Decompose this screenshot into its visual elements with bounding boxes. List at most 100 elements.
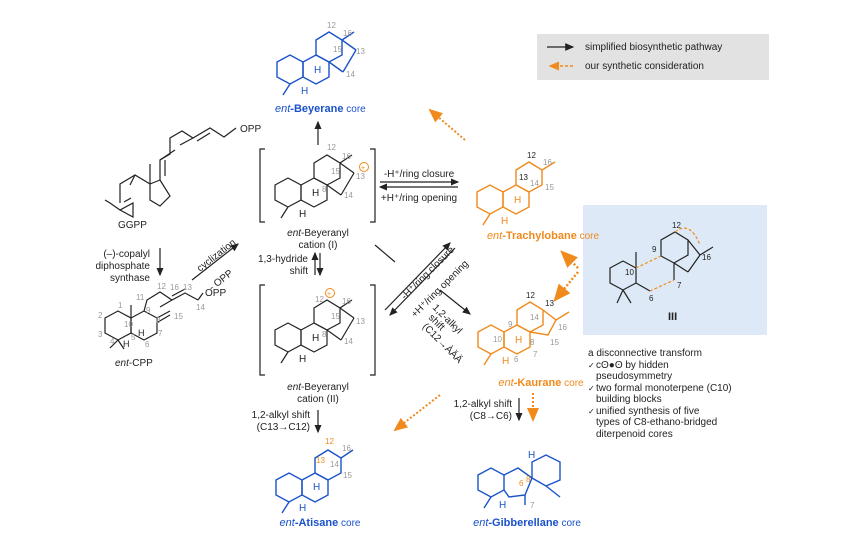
- svg-text:14: 14: [344, 191, 353, 200]
- svg-text:9: 9: [508, 320, 513, 329]
- svg-text:13: 13: [356, 172, 365, 181]
- cation-i-h-9: H: [312, 188, 319, 199]
- atisane-h-9: H: [313, 482, 320, 493]
- svg-text:12: 12: [157, 282, 166, 291]
- svg-text:15: 15: [174, 312, 183, 321]
- svg-text:16: 16: [342, 297, 351, 306]
- svg-text:15: 15: [545, 183, 554, 192]
- kaurane-h-9: H: [515, 335, 522, 346]
- svg-text:13: 13: [316, 456, 325, 465]
- svg-text:14: 14: [196, 303, 205, 312]
- cation-plus-icon-i: [359, 162, 369, 172]
- svg-text:11: 11: [136, 293, 145, 302]
- arrow-diag-ring-opening: [389, 247, 456, 316]
- gibberellane-h-top: H: [528, 450, 535, 461]
- svg-text:12: 12: [327, 21, 336, 30]
- hydride-label-1: 1,3-hydride: [258, 254, 308, 265]
- svg-text:7: 7: [677, 281, 682, 290]
- svg-text:8: 8: [526, 475, 531, 484]
- svg-text:15: 15: [343, 471, 352, 480]
- note-bullet-2: ✓ two formal monoterpene (C10) building …: [588, 383, 732, 406]
- beyerane-name: ent-Beyerane core: [275, 103, 366, 115]
- kaurane-name: ent-Kaurane core: [498, 377, 584, 389]
- cation-ii-name: ent-Beyeranyl: [287, 382, 349, 393]
- svg-text:16: 16: [343, 29, 352, 38]
- kaurane-h-5: H: [502, 356, 509, 367]
- svg-text:12: 12: [325, 437, 334, 446]
- svg-text:15: 15: [331, 312, 340, 321]
- note-3-line-1: unified synthesis of five: [596, 405, 700, 417]
- beyerane-h-5: H: [301, 86, 308, 97]
- beyerane-h-9: H: [314, 65, 321, 76]
- legend-box: [537, 34, 769, 80]
- alkyl-gibb-label-2: (C8→C6): [470, 411, 512, 422]
- svg-text:16: 16: [342, 152, 351, 161]
- svg-text:5: 5: [131, 333, 136, 342]
- arrow-to-kaurane: [439, 289, 471, 315]
- cation-ii-label: cation (II): [297, 394, 339, 405]
- arrow-diag-ring-closure: [384, 242, 451, 311]
- cation-plus-icon-ii: [325, 288, 335, 298]
- ent-atisane-structure: [275, 449, 354, 514]
- ring-closure-label: -H⁺/ring closure: [384, 169, 455, 180]
- cation-i-h-5: H: [299, 209, 306, 220]
- svg-text:12: 12: [526, 291, 535, 300]
- ggpp-name: GGPP: [118, 220, 147, 231]
- svg-text:14: 14: [530, 179, 539, 188]
- svg-text:16: 16: [543, 158, 552, 167]
- atisane-name: ent-Atisane core: [280, 517, 361, 529]
- svg-text:15: 15: [333, 45, 342, 54]
- svg-text:16: 16: [342, 444, 351, 453]
- notes-block: a disconnective transform ✓ cʘ●ʘ by hidd…: [588, 348, 732, 440]
- legend-label-solid: simplified biosynthetic pathway: [585, 42, 723, 53]
- dotted-arrow-iii-to-kaurane: [553, 271, 579, 302]
- ent-cpp-structure: [104, 288, 204, 350]
- svg-text:16: 16: [558, 323, 567, 332]
- svg-text:16: 16: [702, 253, 711, 262]
- arrow-cyclization: [191, 243, 239, 281]
- ent-trachylobane-structure: [476, 161, 556, 226]
- trachylobane-h-5: H: [501, 216, 508, 227]
- cpp-opp-label: OPP: [205, 288, 226, 299]
- svg-text:3: 3: [98, 330, 103, 339]
- svg-text:7: 7: [530, 501, 535, 510]
- ent-beyerane-structure: [276, 31, 357, 96]
- svg-text:13: 13: [356, 47, 365, 56]
- svg-text:8: 8: [322, 330, 327, 339]
- svg-text:6: 6: [519, 479, 524, 488]
- svg-text:10: 10: [493, 335, 502, 344]
- note-1-line-2: pseudosymmetry: [596, 371, 673, 382]
- svg-text:8: 8: [322, 185, 327, 194]
- beyeranyl-cation-i-brackets: [259, 148, 376, 223]
- beyeranyl-cation-i-structure: [274, 154, 355, 219]
- ggpp-structure: [104, 127, 237, 219]
- compound-iii-label: III: [668, 311, 677, 323]
- alkyl-atisane-label-1: 1,2-alkyl shift: [252, 410, 311, 421]
- cation-plus-sign-i: +: [361, 165, 365, 172]
- note-bullet-3: ✓ unified synthesis of five types of C8-…: [588, 406, 732, 441]
- svg-text:15: 15: [550, 338, 559, 347]
- ent-gibberellane-structure: [477, 454, 561, 509]
- cation-ii-h-9: H: [312, 333, 319, 344]
- cpp-h-5: H: [123, 339, 130, 349]
- svg-text:14: 14: [344, 337, 353, 346]
- dotted-arrow-iii-to-trachylobane: [560, 250, 579, 269]
- check-icon: ✓: [588, 383, 595, 393]
- ring-opening-label: +H⁺/ring opening: [381, 193, 457, 204]
- check-icon: ✓: [588, 406, 595, 416]
- cation-ii-h-5: H: [299, 354, 306, 365]
- svg-text:8: 8: [156, 316, 161, 325]
- alkyl-gibb-label-1: 1,2-alkyl shift: [454, 399, 513, 410]
- trachylobane-h-9: H: [514, 195, 521, 206]
- svg-text:12: 12: [672, 221, 681, 230]
- ggpp-opp-label: OPP: [240, 124, 261, 135]
- svg-text:2: 2: [98, 311, 103, 320]
- cpp-h-9: H: [138, 328, 145, 338]
- svg-text:8: 8: [530, 338, 535, 347]
- svg-text:6: 6: [649, 294, 654, 303]
